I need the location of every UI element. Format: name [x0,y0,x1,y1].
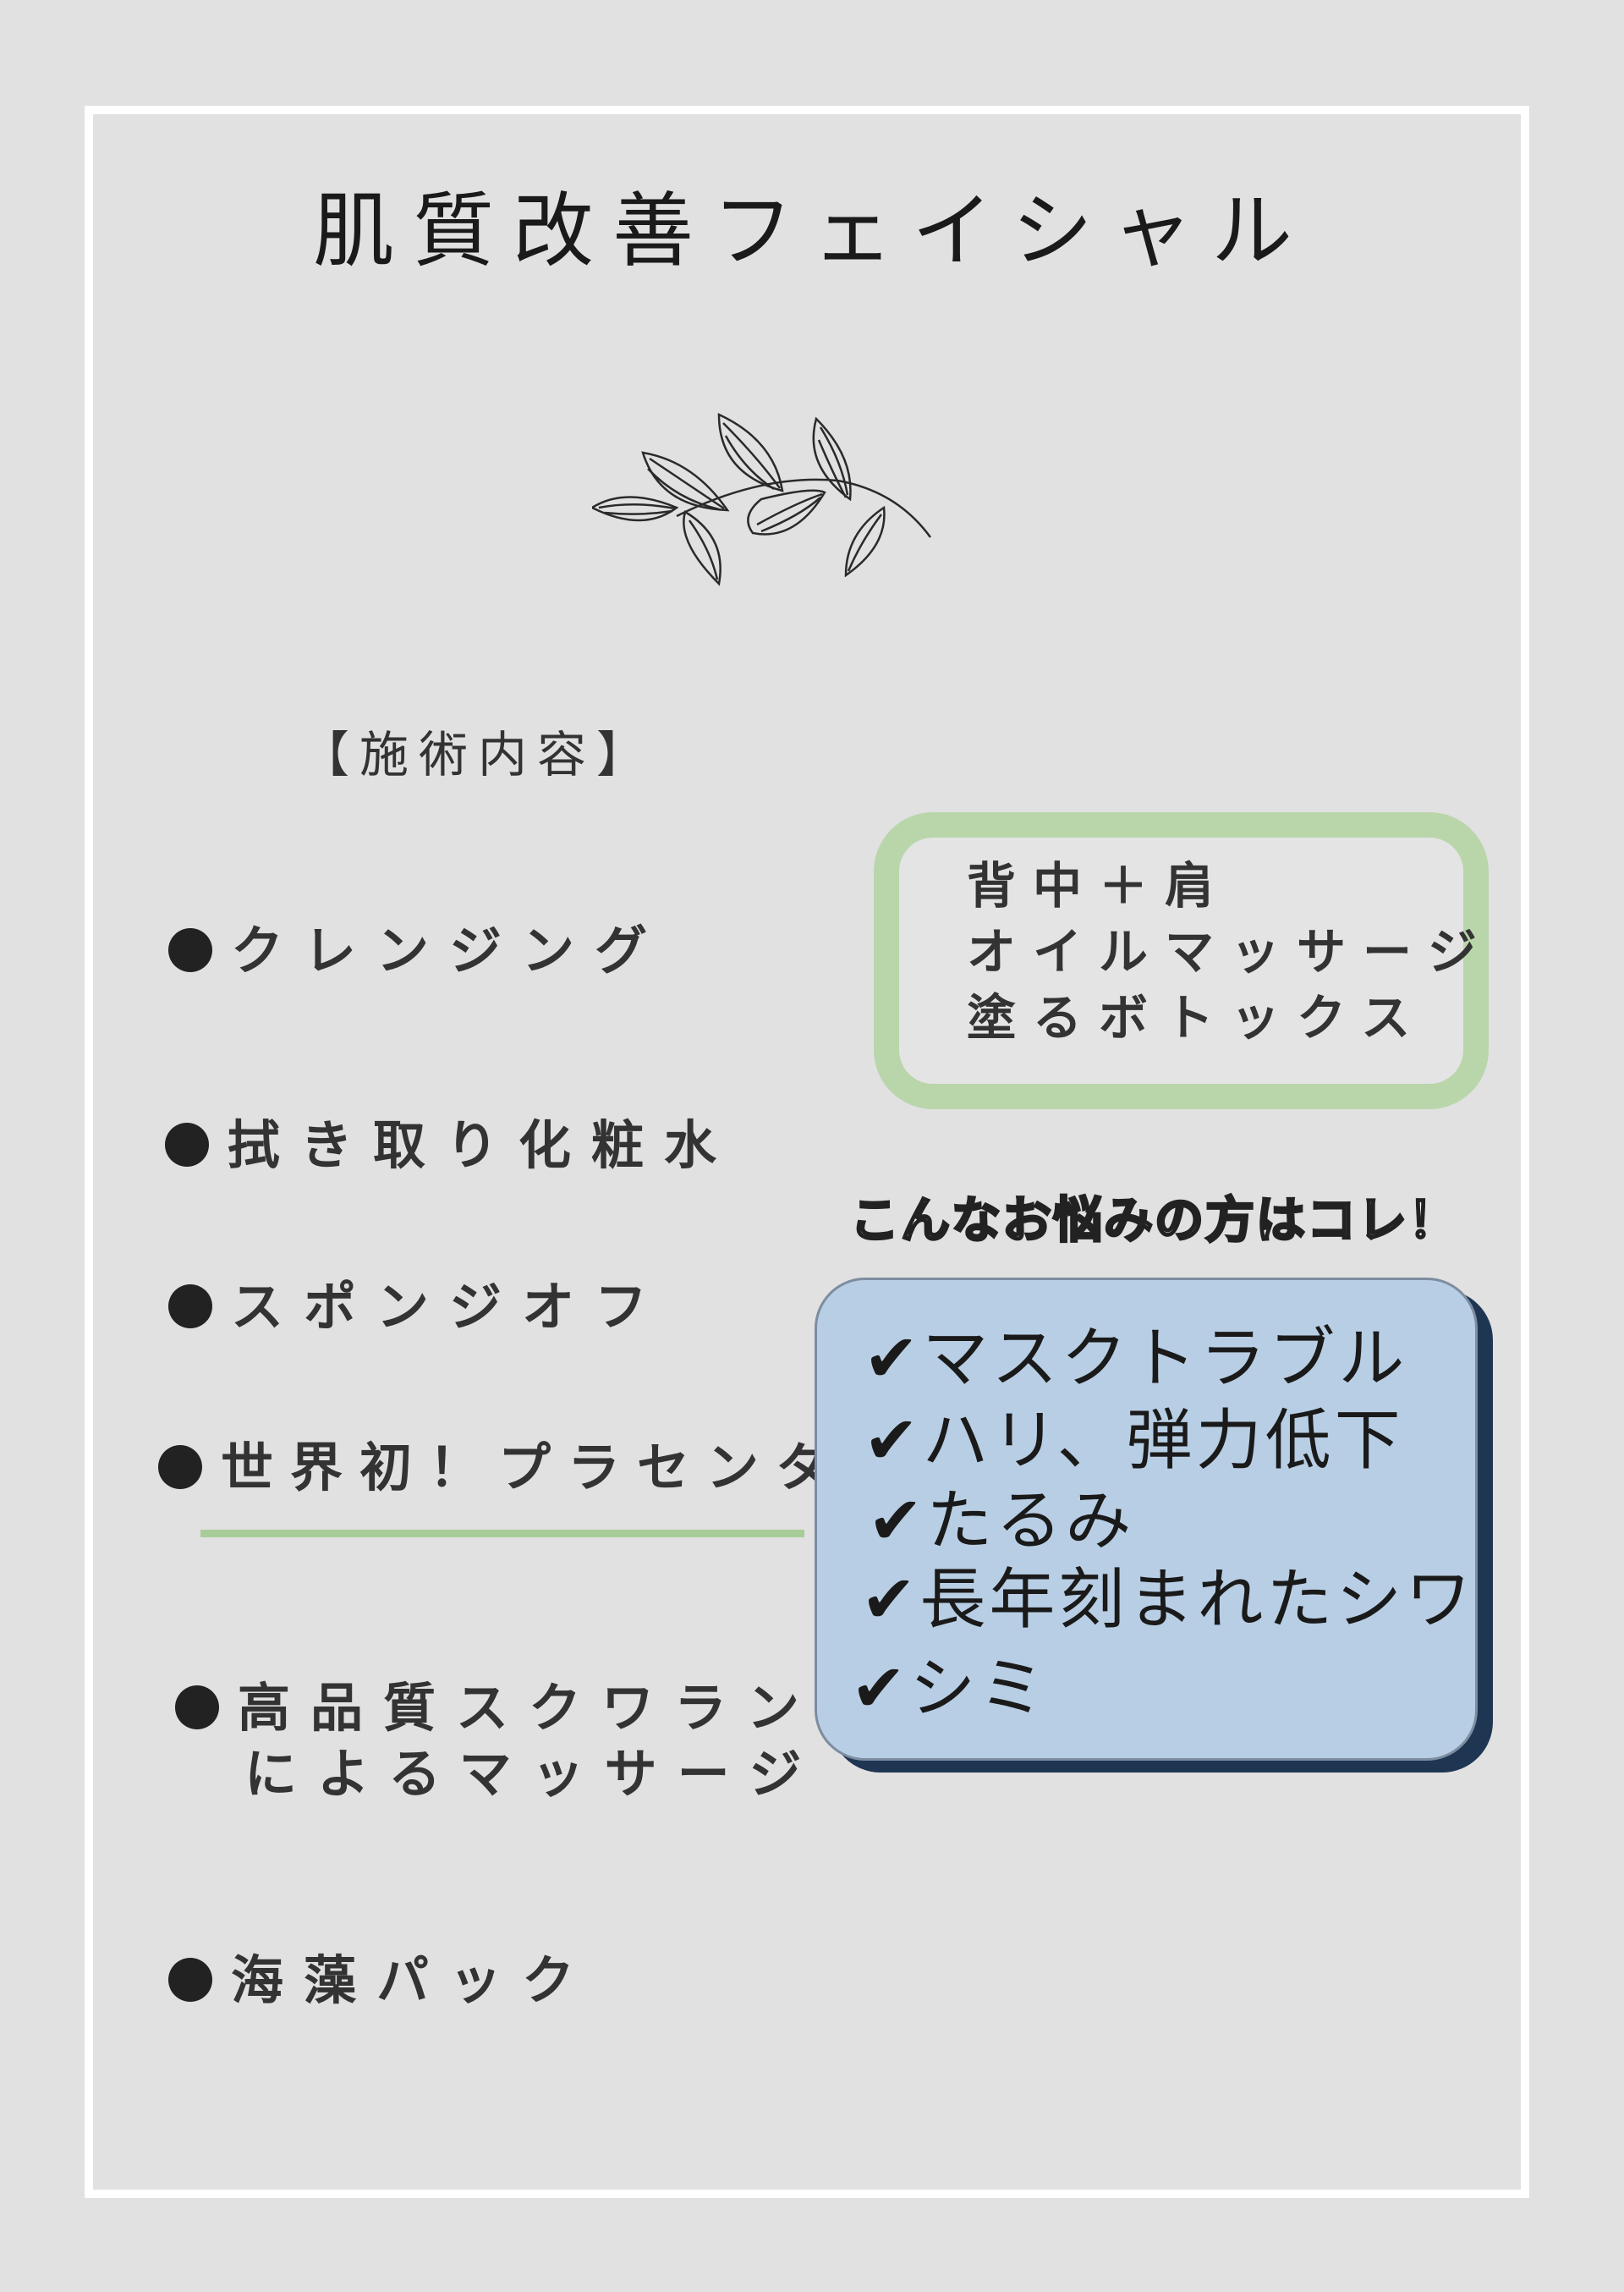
bullet-icon [168,1284,212,1328]
menu-item: 海藻パック [168,1948,595,2014]
green-underline [200,1530,804,1537]
bullet-icon [175,1685,219,1729]
bullet-icon [165,1123,209,1167]
check-icon: ✔ [864,1403,923,1479]
option-line: 背中＋肩 [967,857,1232,915]
section-heading: 【施術内容】 [300,726,656,783]
menu-item-label: スポンジオフ [231,1276,668,1338]
option-line: 塗るボトックス [967,989,1428,1047]
concern-label: マスクトラブル [922,1321,1408,1397]
concern-label: シミ [909,1651,1049,1727]
menu-item: 高品質スクワランによるマッサージ [175,1675,821,1807]
concern-item: ✔長年刻まれたシワ [861,1547,1474,1641]
concern-item: ✔シミ [851,1635,1048,1730]
menu-item: 拭き取り化粧水 [165,1113,737,1179]
menu-item-label: クレンジング [231,920,668,981]
concerns-box: ✔マスクトラブル ✔ハリ、弾力低下 ✔たるみ ✔長年刻まれたシワ ✔シミ [815,1278,1478,1761]
menu-item-label: 海藻パック [231,1949,595,2011]
concern-label: たるみ [926,1483,1135,1559]
concern-item: ✔ハリ、弾力低下 [864,1388,1404,1482]
menu-item-label-line2: によるマッサージ [244,1743,822,1805]
check-icon: ✔ [861,1562,920,1638]
callout-text: こんなお悩みの方はコレ！ [848,1190,1460,1250]
check-icon: ✔ [864,1321,923,1397]
option-line: オイルマッサージ [967,923,1494,981]
leaf-branch-icon [592,413,932,586]
bullet-icon [168,928,212,972]
concern-label: ハリ、弾力低下 [922,1403,1404,1479]
bullet-icon [168,1958,212,2002]
menu-item: クレンジング [168,918,667,984]
concern-item: ✔マスクトラブル [864,1305,1407,1400]
check-icon: ✔ [851,1651,910,1727]
check-icon: ✔ [868,1483,927,1559]
bullet-icon [158,1445,202,1489]
concern-item: ✔たるみ [868,1468,1134,1563]
concern-label: 長年刻まれたシワ [919,1562,1475,1638]
menu-item-label: 拭き取り化粧水 [228,1114,738,1176]
menu-item-label: 世界初！プラセンタ [221,1437,846,1498]
menu-item-highlight: 世界初！プラセンタ [158,1435,845,1501]
menu-item: スポンジオフ [168,1274,667,1340]
white-frame [85,106,1529,2198]
menu-item-label: 高品質スクワラン [238,1677,820,1739]
option-box: 背中＋肩 オイルマッサージ 塗るボトックス [874,812,1489,1109]
page-title: 肌質改善フェイシャル [313,184,1311,278]
